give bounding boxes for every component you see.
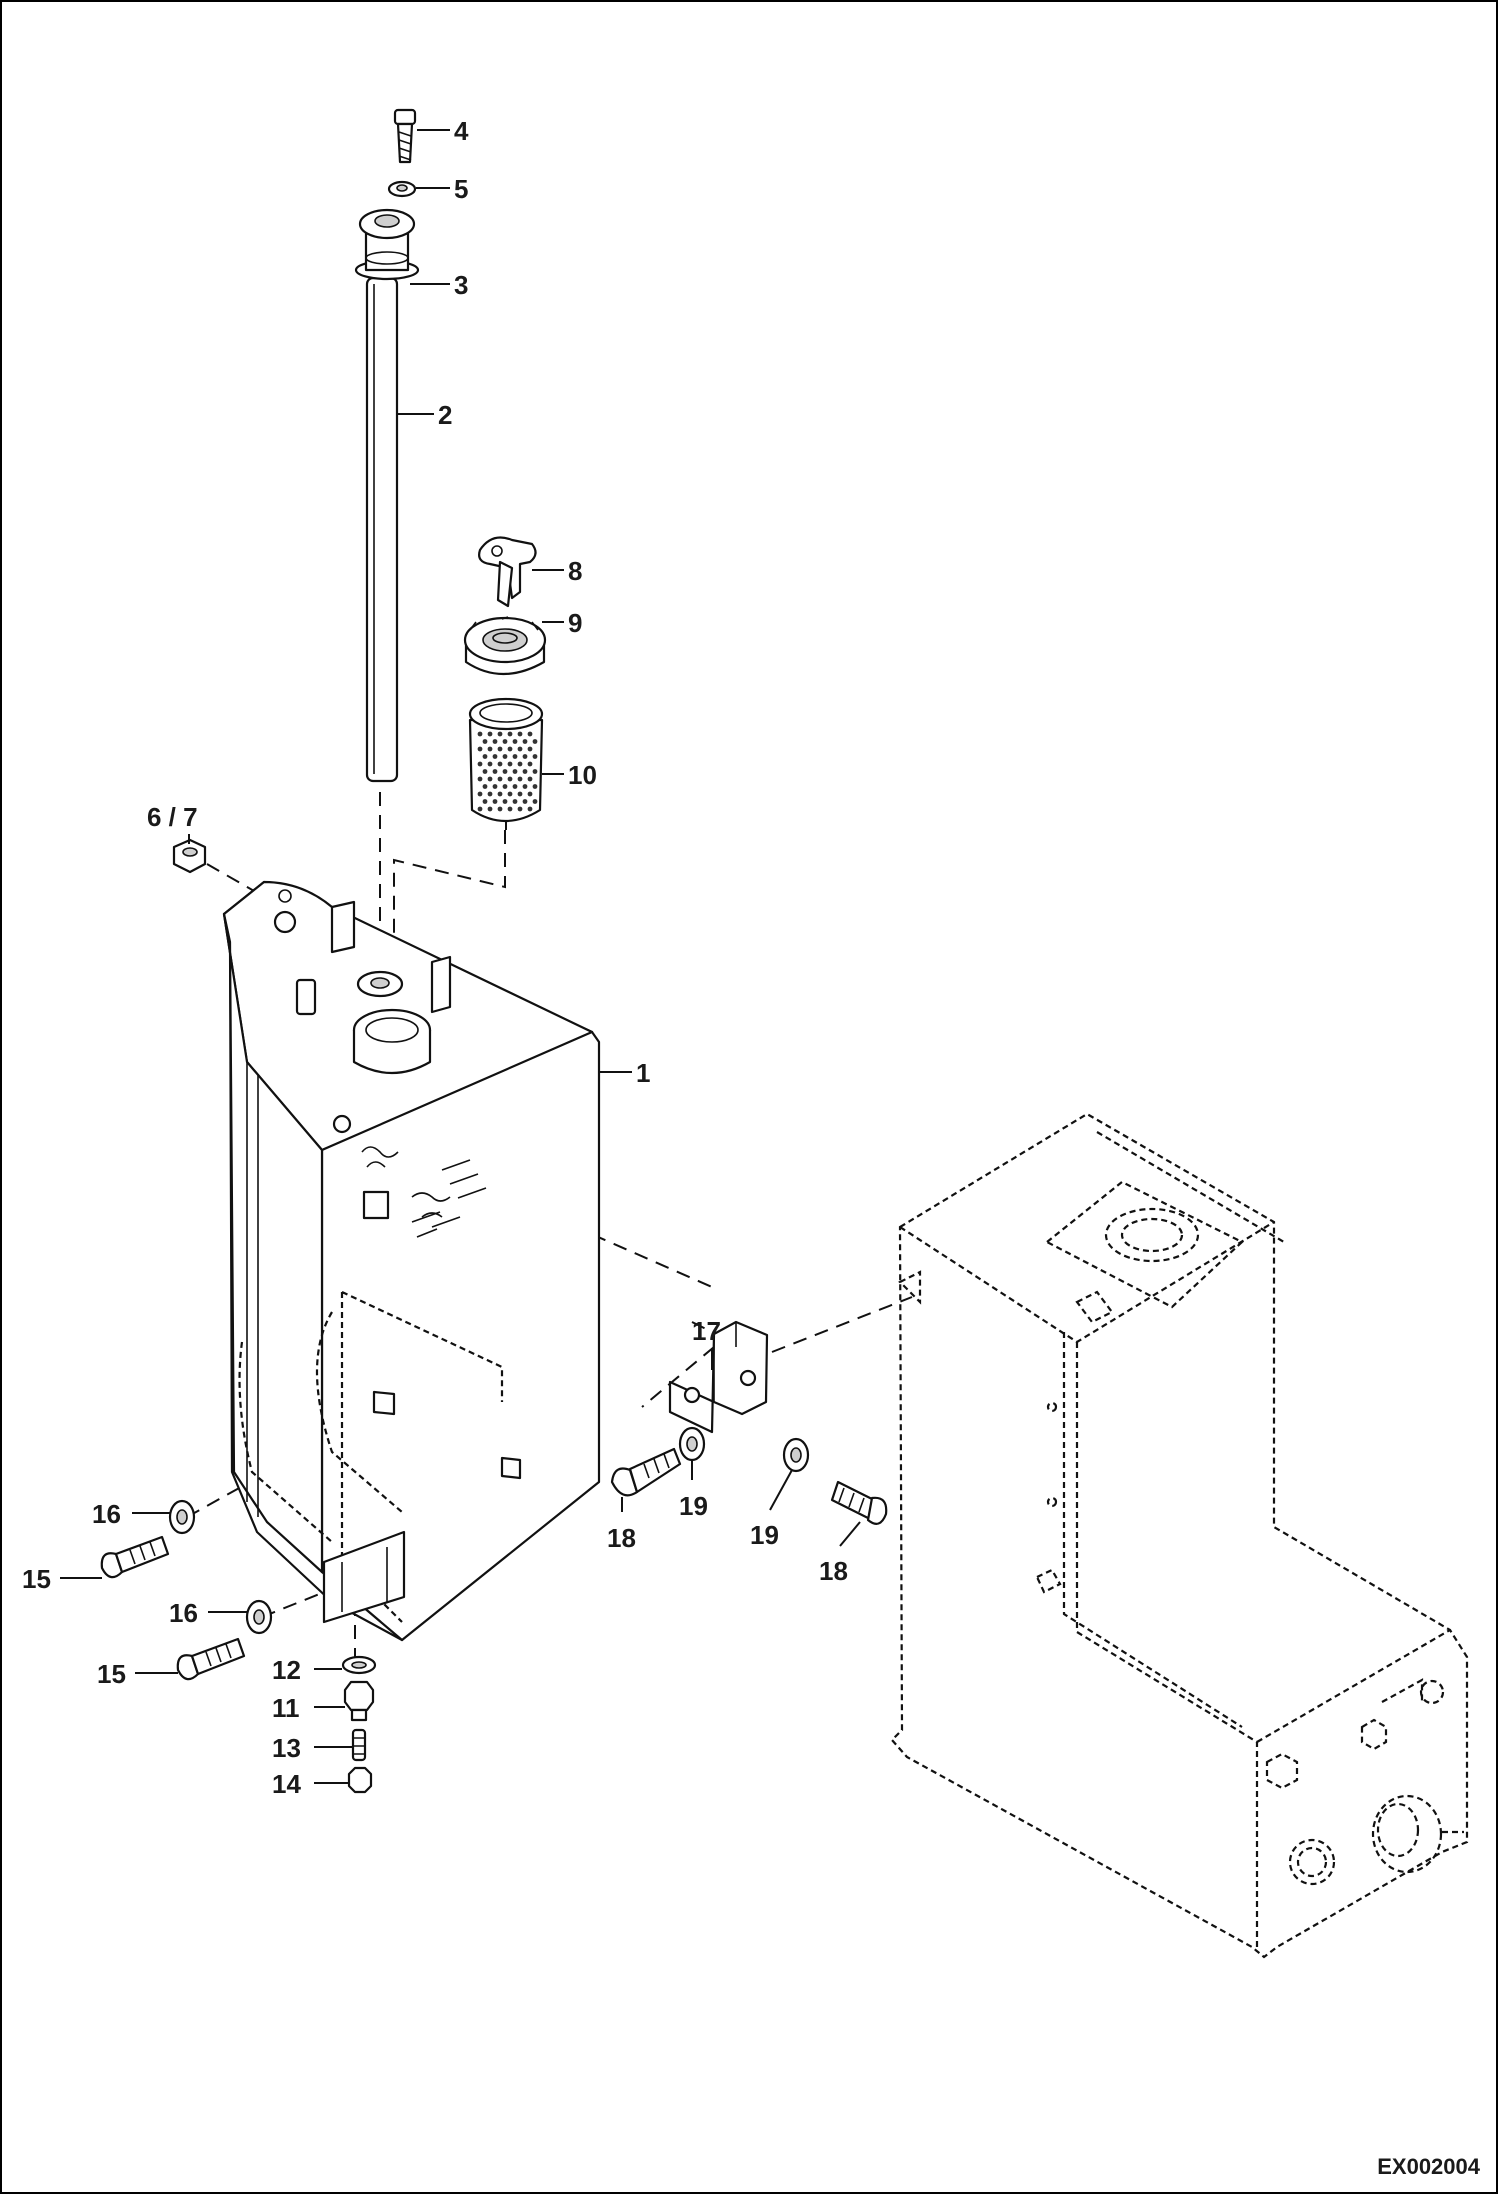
machine-frame-outline xyxy=(890,1112,1469,1959)
callout-16-lower: 16 xyxy=(169,1598,198,1628)
bolt-part-15-lower xyxy=(176,1637,246,1681)
callout-13: 13 xyxy=(272,1733,301,1763)
callout-19-left: 19 xyxy=(679,1491,708,1521)
drawing-code: EX002004 xyxy=(1377,2154,1481,2179)
callout-12: 12 xyxy=(272,1655,301,1685)
drain-fitting-part-11 xyxy=(343,1680,375,1722)
washer-part-19-right xyxy=(782,1437,810,1473)
callout-17: 17 xyxy=(692,1316,721,1346)
hydraulic-tank-part xyxy=(222,880,601,1642)
bolt-part-15-upper xyxy=(100,1535,170,1579)
callout-labels: 4 5 3 2 8 9 10 6 / 7 1 17 18 19 19 18 16… xyxy=(22,116,1481,2179)
filler-cap-part-8 xyxy=(463,616,547,676)
washer-part-16-upper xyxy=(168,1499,196,1535)
callout-1: 1 xyxy=(636,1058,650,1088)
callout-6-7: 6 / 7 xyxy=(147,802,198,832)
strainer-part-10 xyxy=(468,697,544,830)
bracket-part-17 xyxy=(668,1320,769,1434)
washer-part-19-left xyxy=(678,1426,706,1462)
callout-11: 11 xyxy=(272,1693,300,1723)
filler-neck-part xyxy=(354,208,420,281)
callout-9: 8 xyxy=(568,556,582,586)
key-part-9 xyxy=(478,536,537,608)
callout-leaders xyxy=(60,129,861,1784)
callout-18-left: 18 xyxy=(607,1523,636,1553)
washer-part-5 xyxy=(387,180,417,198)
callout-2: 2 xyxy=(438,400,452,430)
callout-15-upper: 15 xyxy=(22,1564,51,1594)
nut-part-6-7 xyxy=(172,838,207,874)
bolt-part-18-left xyxy=(610,1447,682,1497)
dipstick-tube-part xyxy=(365,276,399,783)
seal-ring-part-12 xyxy=(341,1655,377,1675)
callout-5: 5 xyxy=(454,174,468,204)
callout-15-lower: 15 xyxy=(97,1659,126,1689)
callout-16-upper: 16 xyxy=(92,1499,121,1529)
cap-part-14 xyxy=(347,1766,373,1794)
callout-18-right: 18 xyxy=(819,1556,848,1586)
callout-4: 4 xyxy=(454,116,469,146)
callout-3: 3 xyxy=(454,270,468,300)
washer-part-16-lower xyxy=(245,1599,273,1635)
screw-part-4 xyxy=(393,108,417,164)
callout-8: 9 xyxy=(568,608,582,638)
bolt-part-18-right xyxy=(830,1480,888,1525)
callout-19-right: 19 xyxy=(750,1520,779,1550)
drain-valve-part-13 xyxy=(351,1728,367,1762)
callout-10: 10 xyxy=(568,760,597,790)
callout-14: 14 xyxy=(272,1769,301,1799)
